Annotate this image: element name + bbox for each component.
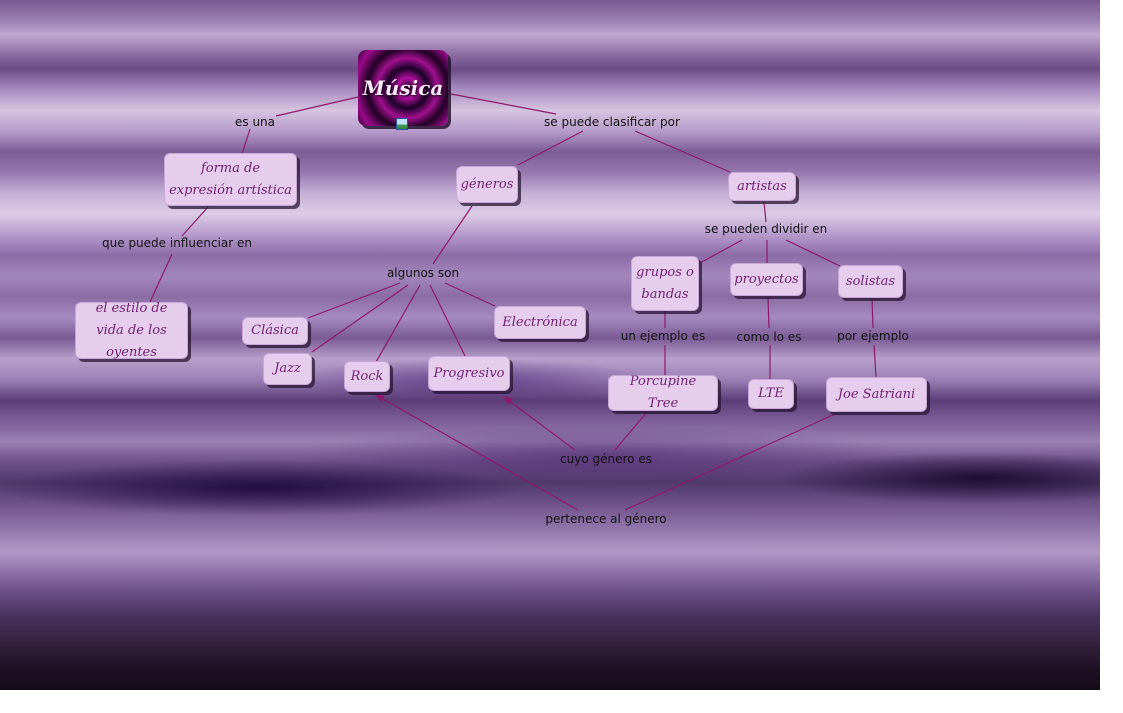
- concept-grupos[interactable]: grupos o bandas: [631, 256, 699, 311]
- edge-algunos-clasica: [307, 282, 401, 319]
- connection-lines: [149, 93, 877, 511]
- link-es-una[interactable]: es una: [234, 115, 276, 129]
- concept-solistas[interactable]: solistas: [838, 265, 903, 298]
- concept-jazz[interactable]: Jazz: [263, 353, 312, 385]
- link-influenciar[interactable]: que puede influenciar en: [102, 236, 252, 250]
- edge-pertenece-rock: [375, 394, 579, 511]
- link-pertenece[interactable]: pertenece al género: [545, 512, 667, 526]
- concept-clasica[interactable]: Clásica: [242, 317, 308, 345]
- link-ejemplo-es[interactable]: un ejemplo es: [620, 329, 706, 343]
- link-como-lo-es[interactable]: como lo es: [736, 330, 802, 344]
- link-dividir[interactable]: se pueden dividir en: [704, 222, 828, 236]
- concept-map-canvas: Música forma de expresión artística el e…: [0, 0, 1100, 690]
- musica-root-node[interactable]: Música: [358, 50, 448, 126]
- edge-proyectos-como: [767, 296, 770, 329]
- link-cuyo-genero[interactable]: cuyo género es: [560, 452, 652, 466]
- link-por-ejemplo[interactable]: por ejemplo: [837, 329, 909, 343]
- link-algunos[interactable]: algunos son: [386, 266, 460, 280]
- edge-clasificar-generos: [517, 130, 584, 166]
- edge-musica-esuna: [275, 96, 359, 117]
- musica-title: Música: [362, 76, 444, 100]
- edge-joe-pertenece: [624, 413, 836, 511]
- edge-cuyo-progresivo: [503, 396, 576, 451]
- edge-solistas-porejemplo: [871, 297, 874, 329]
- concept-lte[interactable]: LTE: [748, 379, 794, 409]
- concept-porcupine[interactable]: Porcupine Tree: [608, 374, 718, 411]
- edge-algunos-rock: [375, 284, 421, 363]
- concept-joe[interactable]: Joe Satriani: [826, 377, 927, 412]
- concept-proyectos[interactable]: proyectos: [730, 263, 803, 296]
- concept-electronica[interactable]: Electrónica: [494, 306, 586, 339]
- image-icon[interactable]: [396, 118, 408, 130]
- edge-clasificar-artistas: [634, 130, 731, 173]
- edge-algunos-electronica: [444, 282, 496, 307]
- edge-musica-clasificar: [450, 93, 557, 115]
- concept-artistas[interactable]: artistas: [728, 172, 796, 201]
- concept-progresivo[interactable]: Progresivo: [428, 356, 510, 391]
- edge-dividir-solistas: [785, 239, 841, 267]
- edge-porejemplo-joe: [873, 344, 877, 378]
- concept-rock[interactable]: Rock: [344, 361, 390, 392]
- edge-dividir-grupos: [699, 239, 743, 264]
- edge-artistas-dividir: [763, 201, 767, 223]
- concept-generos[interactable]: géneros: [456, 166, 518, 203]
- concept-estilo[interactable]: el estilo de vida de los oyentes: [75, 301, 188, 360]
- concept-forma[interactable]: forma de expresión artística: [164, 153, 297, 206]
- edge-porcupine-cuyo: [614, 411, 648, 451]
- edge-forma-influenciar: [181, 206, 209, 237]
- edge-algunos-jazz: [311, 284, 409, 353]
- edge-algunos-progresivo: [429, 284, 466, 357]
- edge-esuna-forma: [241, 128, 251, 155]
- link-clasificar[interactable]: se puede clasificar por: [544, 115, 680, 129]
- edge-generos-algunos: [432, 205, 473, 265]
- edge-influenciar-estilo: [149, 253, 173, 303]
